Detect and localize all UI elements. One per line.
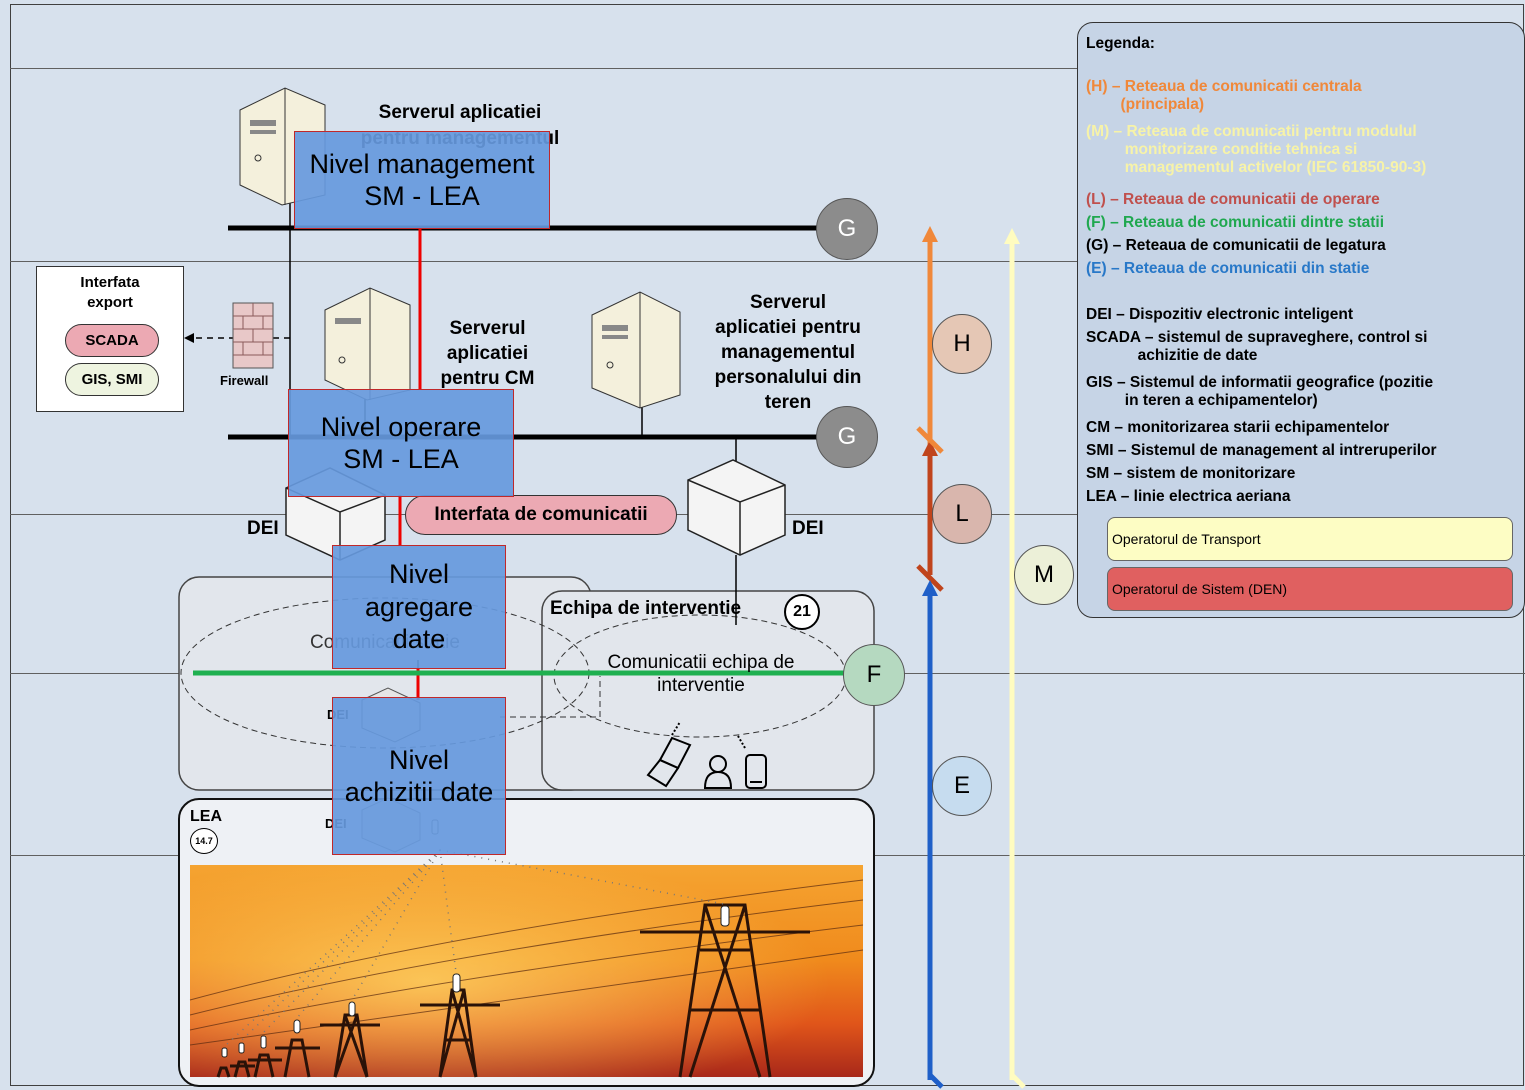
person-icon [703,755,733,789]
level-management-box: Nivel management SM - LEA [294,131,550,229]
server-icon [591,291,681,409]
gis-smi-pill[interactable]: GIS, SMI [65,363,159,396]
network-circle-g: G [816,406,878,468]
dei-device-icon [687,459,786,556]
level-operare-box: Nivel operare SM - LEA [288,389,514,497]
echipa-badge: 21 [784,594,820,630]
dei-right-label: DEI [792,518,824,539]
legend-abbrev: SMI – Sistemul de management al intrerup… [1086,442,1437,459]
legend-entry-f: (F) – Reteaua de comunicatii dintre stat… [1086,214,1385,231]
echipa-comm-label: Comunicatii echipa de interventie [607,652,795,696]
mobile-phone-icon [737,735,767,789]
level-achizitii-box: Nivel achizitii date [332,697,506,855]
lea-badge: 14.7 [190,828,218,854]
level-agregare-box: Nivel agregare date [332,545,506,669]
band-divider [10,261,1525,262]
interfata-comunicatii-pill[interactable]: Interfata de comunicatii [405,495,677,535]
server-icon [324,287,411,401]
legend-entry-g: (G) – Reteaua de comunicatii de legatura [1086,237,1386,254]
network-circle-h: H [932,314,992,374]
band-divider [10,68,1525,69]
network-circle-e: E [932,756,992,816]
legend-entry-m: (M) – Reteaua de comunicatii pentru modu… [1086,123,1427,176]
legend-abbrev: SM – sistem de monitorizare [1086,465,1296,482]
legend-abbrev: GIS – Sistemul de informatii geografice … [1086,374,1434,409]
firewall-label: Firewall [220,373,269,388]
server-cm-label: Serverul aplicatiei pentru CM [440,318,535,389]
firewall-icon [232,302,274,369]
network-circle-l: L [932,484,992,544]
legend-title: Legenda: [1086,35,1155,52]
interfata-export-box: Interfata export SCADA GIS, SMI [36,266,184,412]
laptop-icon [646,721,692,788]
network-circle-g: G [816,198,878,260]
legend-entry-l: (L) – Reteaua de comunicatii de operare [1086,191,1380,208]
network-circle-f: F [843,644,905,706]
interfata-export-title: Interfata export [80,274,140,311]
legend-panel: Legenda: (H) – Reteaua de comunicatii ce… [1077,22,1525,618]
server-personal-label: Serverul aplicatiei pentru managementul … [714,292,862,413]
legend-entry-h: (H) – Reteaua de comunicatii centrala (p… [1086,78,1362,113]
network-circle-m: M [1014,545,1074,605]
operator-transport-box: Operatorul de Transport [1107,517,1513,561]
legend-abbrev: DEI – Dispozitiv electronic inteligent [1086,306,1353,323]
legend-abbrev: LEA – linie electrica aeriana [1086,488,1291,505]
scada-pill[interactable]: SCADA [65,324,159,357]
lea-title: LEA [190,808,222,825]
operator-sistem-box: Operatorul de Sistem (DEN) [1107,567,1513,611]
legend-abbrev: CM – monitorizarea starii echipamentelor [1086,419,1390,436]
legend-entry-e: (E) – Reteaua de comunicatii din statie [1086,260,1370,277]
legend-abbrev: SCADA – sistemul de supraveghere, contro… [1086,329,1428,364]
echipa-title: Echipa de interventie [550,598,742,619]
dei-left-label: DEI [247,518,279,539]
